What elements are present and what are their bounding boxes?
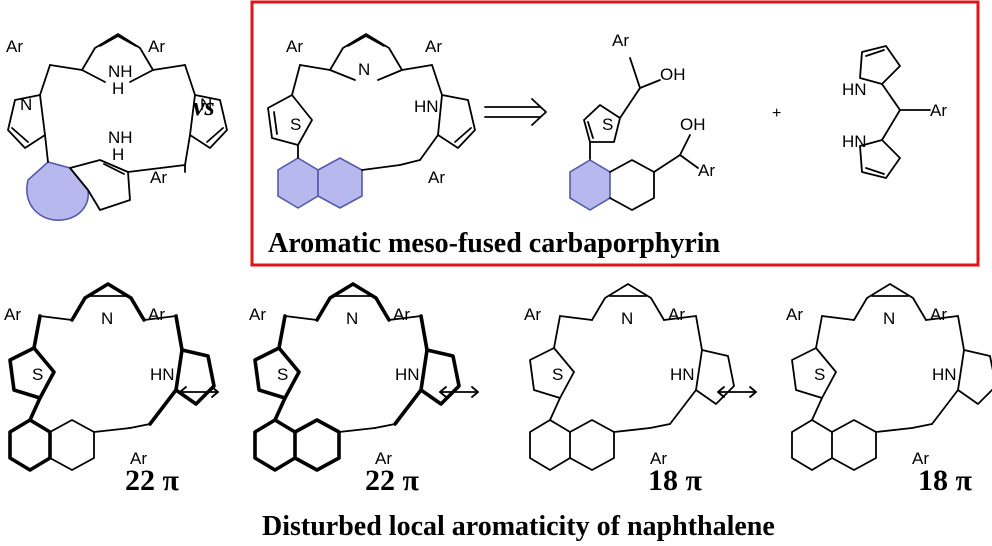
- pi-count-4: 18 π: [918, 464, 973, 497]
- pi-count-1: 22 π: [125, 464, 180, 497]
- ar-label-2: Ar: [148, 37, 165, 56]
- box-ar-2: Ar: [425, 37, 442, 56]
- highlight-box: [250, 0, 980, 267]
- s4-s: S: [814, 365, 825, 384]
- s4-hn: HN: [932, 365, 957, 384]
- resonance-arrow-3: [717, 386, 757, 398]
- box-naphthalene-highlight: [277, 157, 319, 209]
- s4-ar-3: Ar: [912, 449, 929, 468]
- resonance-structure-3: Ar Ar Ar N S HN: [524, 283, 735, 471]
- plus-sign: +: [772, 105, 781, 122]
- s3-n: N: [621, 309, 633, 328]
- s3-ar-2: Ar: [668, 305, 685, 324]
- s4-n: N: [883, 309, 895, 328]
- pi-count-2: 22 π: [365, 464, 420, 497]
- n-label-left: N: [20, 95, 32, 114]
- s3-hn: HN: [670, 365, 695, 384]
- s3-ar-3: Ar: [650, 449, 667, 468]
- pi-count-3: 18 π: [648, 464, 703, 497]
- box-s: S: [290, 115, 301, 134]
- box-carbaporphyrin: Ar Ar Ar N S HN: [267, 33, 476, 209]
- box-ar-1: Ar: [286, 37, 303, 56]
- bottom-caption: Disturbed local aromaticity of naphthale…: [262, 511, 775, 542]
- ar-label-1: Ar: [6, 37, 23, 56]
- s1-ar-2: Ar: [148, 305, 165, 324]
- diol-naphthalene-highlight: [569, 159, 611, 211]
- s2-hn: HN: [395, 365, 420, 384]
- resonance-structure-4: Ar Ar Ar N S HN: [786, 283, 992, 471]
- s2-s: S: [277, 365, 288, 384]
- nh-label-bottom: NH: [108, 128, 133, 147]
- resonance-structure-2: Ar Ar Ar N S HN: [249, 282, 461, 472]
- diol-fragment: Ar OH OH Ar S: [569, 31, 715, 211]
- n-label-right: N: [200, 95, 212, 114]
- box-ar-3: Ar: [428, 168, 445, 187]
- fused-ring-highlight: [26, 161, 89, 221]
- resonance-structure-1: Ar Ar Ar N S HN: [4, 282, 216, 472]
- h-label-bottom: H: [112, 145, 124, 164]
- vs-label: vs: [193, 92, 215, 121]
- s3-ar-1: Ar: [524, 305, 541, 324]
- retro-arrow: [484, 98, 547, 126]
- s2-n: N: [346, 309, 358, 328]
- s1-s: S: [32, 365, 43, 384]
- dpm-hn-1: HN: [842, 80, 867, 99]
- s1-n: N: [101, 309, 113, 328]
- s1-ar-3: Ar: [130, 449, 147, 468]
- diol-oh-2: OH: [680, 115, 706, 134]
- s2-ar-2: Ar: [393, 305, 410, 324]
- s3-s: S: [552, 365, 563, 384]
- resonance-arrow-1: [179, 386, 219, 398]
- reference-porphyrin: Ar Ar Ar NH H NH H N N: [6, 33, 228, 221]
- h-label-top: H: [112, 79, 124, 98]
- s4-ar-1: Ar: [786, 305, 803, 324]
- s2-ar-3: Ar: [375, 449, 392, 468]
- box-naphthalene-highlight-2: [317, 157, 363, 209]
- s2-ar-1: Ar: [249, 305, 266, 324]
- diol-oh-1: OH: [660, 65, 686, 84]
- s4-ar-2: Ar: [930, 305, 947, 324]
- box-hn: HN: [414, 97, 439, 116]
- dpm-hn-2: HN: [842, 132, 867, 151]
- s1-ar-1: Ar: [4, 305, 21, 324]
- resonance-arrow-2: [439, 386, 479, 398]
- dpm-ar: Ar: [930, 101, 947, 120]
- nh-label-top: NH: [108, 62, 133, 81]
- s1-hn: HN: [150, 365, 175, 384]
- ar-label-3: Ar: [150, 168, 167, 187]
- box-n: N: [358, 60, 370, 79]
- diol-s: S: [602, 115, 613, 134]
- dipyrromethane: HN HN Ar: [842, 45, 947, 179]
- box-title: Aromatic meso-fused carbaporphyrin: [268, 228, 721, 259]
- diol-ar-1: Ar: [612, 31, 629, 50]
- diol-ar-2: Ar: [698, 161, 715, 180]
